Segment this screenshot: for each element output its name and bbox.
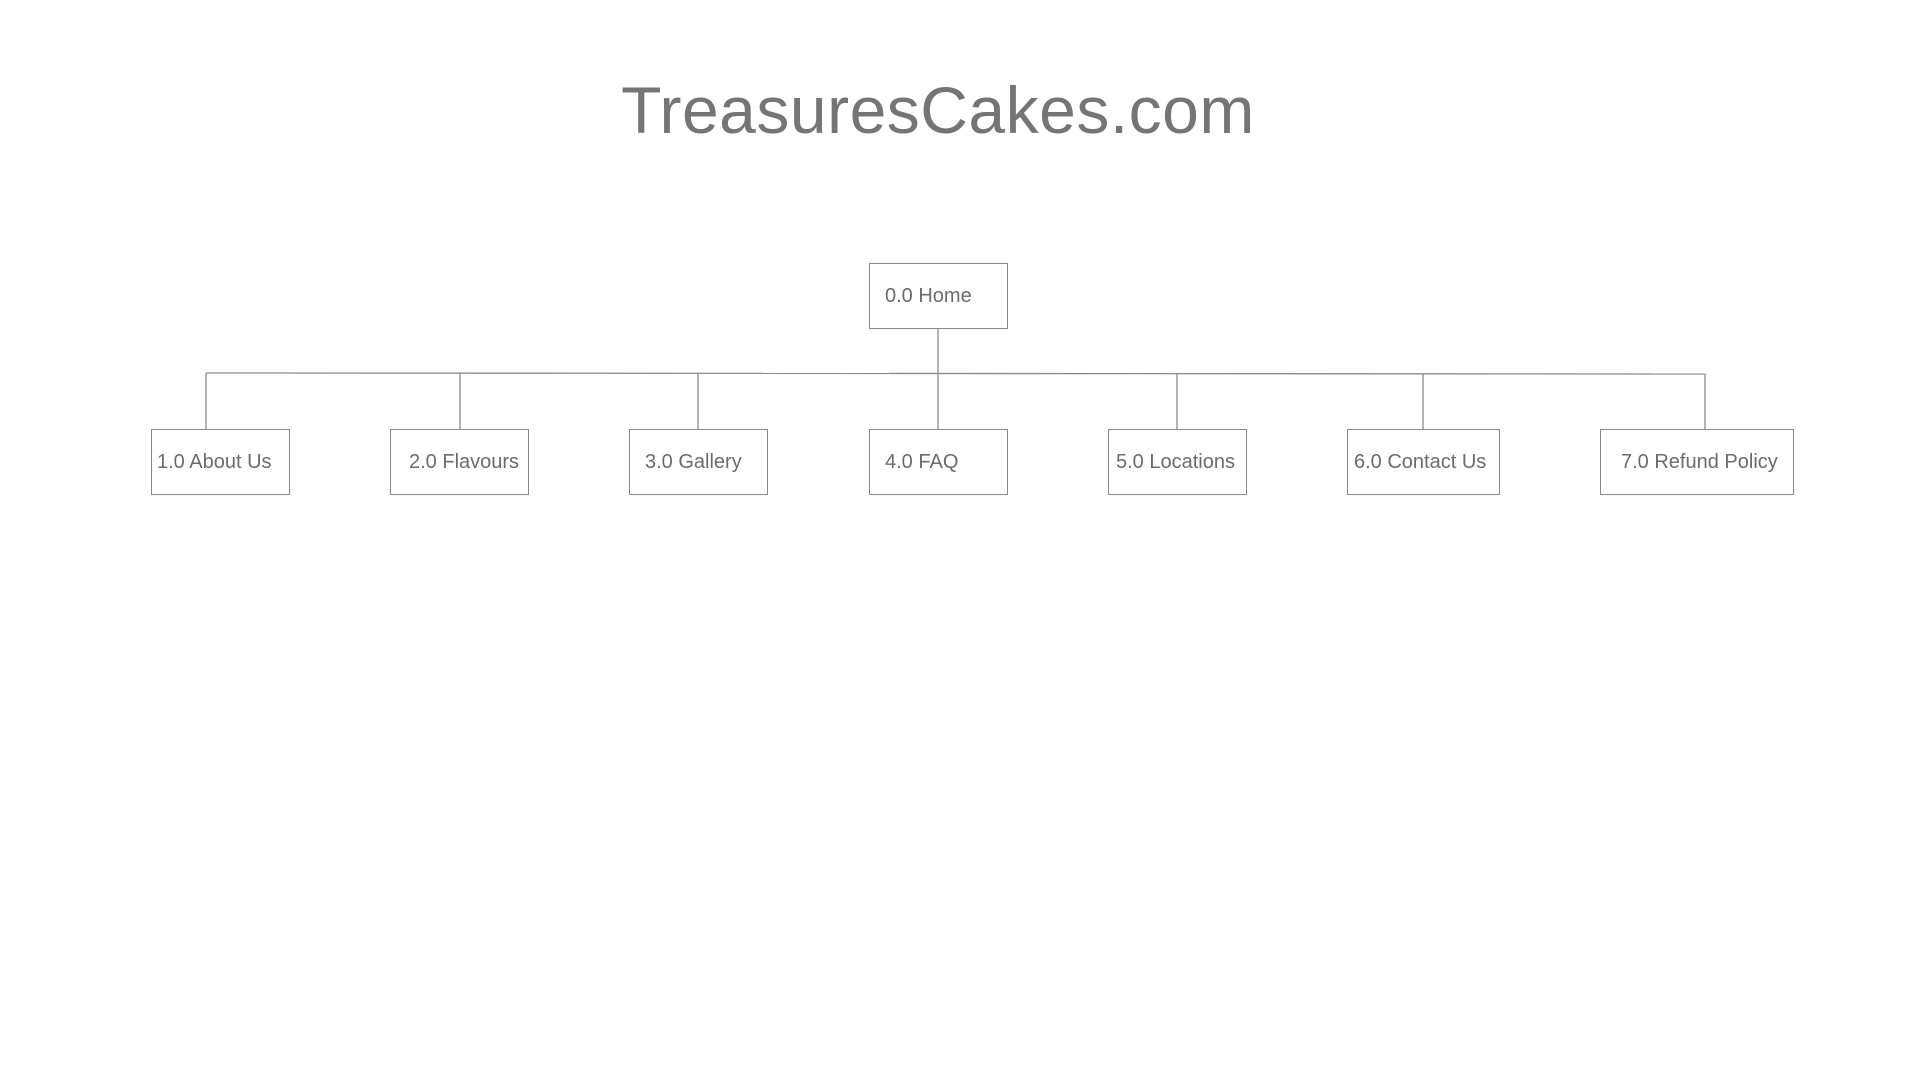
node-contact-us[interactable]: 6.0 Contact Us [1347,429,1500,495]
node-label: 5.0 Locations [1116,450,1235,473]
node-label: 0.0 Home [885,284,972,307]
node-label: 3.0 Gallery [645,450,742,473]
node-label: 4.0 FAQ [885,450,959,473]
node-label: 7.0 Refund Policy [1621,450,1778,473]
node-refund-policy[interactable]: 7.0 Refund Policy [1600,429,1794,495]
page-title: TreasuresCakes.com [621,73,1255,147]
node-label: 1.0 About Us [157,450,272,473]
node-faq[interactable]: 4.0 FAQ [869,429,1008,495]
node-gallery[interactable]: 3.0 Gallery [629,429,768,495]
node-label: 6.0 Contact Us [1354,450,1487,473]
horizontal-bus-line [205,372,1706,375]
node-label: 2.0 Flavours [409,450,520,473]
node-locations[interactable]: 5.0 Locations [1108,429,1247,495]
node-flavours[interactable]: 2.0 Flavours [390,429,529,495]
node-home[interactable]: 0.0 Home [869,263,1008,329]
node-about-us[interactable]: 1.0 About Us [151,429,290,495]
